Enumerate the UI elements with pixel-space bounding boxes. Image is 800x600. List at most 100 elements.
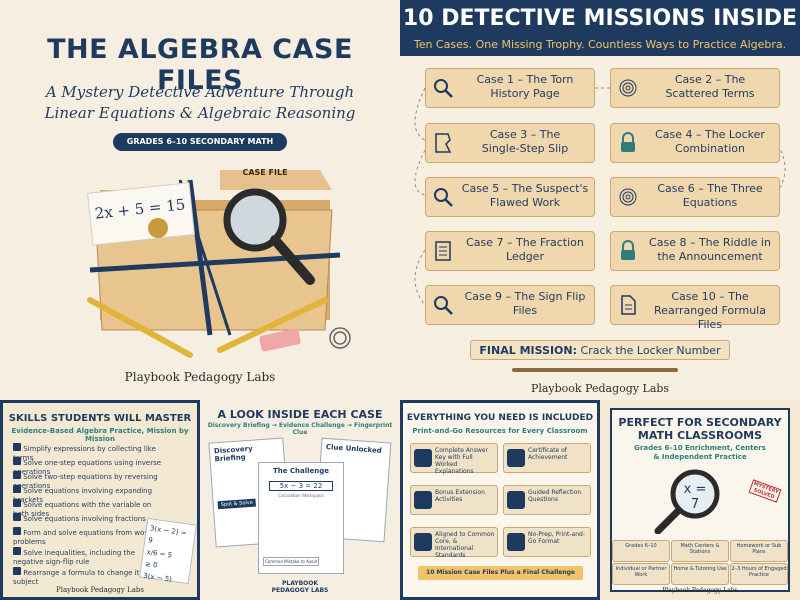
resource-item: Bonus Extension Activities bbox=[410, 485, 498, 515]
fingerprint-icon bbox=[617, 186, 639, 208]
secondary-panel: PERFECT FOR SECONDARY MATH CLASSROOMS Gr… bbox=[600, 400, 800, 600]
reflection-icon bbox=[507, 491, 525, 509]
skill-text: Solve equations involving expanding brac… bbox=[13, 487, 153, 504]
secondary-equation: x = 7 bbox=[683, 482, 707, 512]
skill-item: Solve two-step equations by reversing op… bbox=[13, 471, 163, 490]
skill-item: Solve inequalities, including the negati… bbox=[13, 547, 163, 567]
bonus-icon bbox=[414, 491, 432, 509]
skills-panel: SKILLS STUDENTS WILL MASTER Evidence-Bas… bbox=[0, 400, 200, 600]
grade-badge: GRADES 6–10 SECONDARY MATH bbox=[113, 133, 287, 151]
feature-chip: Individual or Partner Work bbox=[612, 563, 670, 585]
sheet-challenge: The Challenge 5x − 3 = 22 Calculation Wo… bbox=[258, 462, 344, 574]
case-label-line2: Flawed Work bbox=[489, 196, 561, 209]
secondary-title: PERFECT FOR SECONDARY MATH CLASSROOMS bbox=[600, 416, 800, 442]
skill-item: Solve equations involving fractions bbox=[13, 513, 163, 527]
checkbox-icon bbox=[13, 485, 21, 493]
resource-item: Guided Reflection Questions bbox=[503, 485, 591, 515]
sheet-equation: 5x − 3 = 22 bbox=[269, 481, 333, 491]
lock-icon bbox=[617, 240, 639, 262]
checkbox-icon bbox=[13, 527, 21, 535]
cover-brand: Playbook Pedagogy Labs bbox=[124, 370, 276, 384]
pencil-icon bbox=[512, 368, 678, 372]
case-label-line2: History Page bbox=[490, 87, 560, 100]
cover-title: THE ALGEBRA CASE FILES bbox=[47, 34, 353, 96]
magnifier-icon bbox=[432, 294, 454, 316]
resource-text: Aligned to Common Core, & International … bbox=[435, 531, 495, 559]
skill-text: Solve two-step equations by reversing op… bbox=[13, 473, 158, 490]
missions-panel: 10 DETECTIVE MISSIONS INSIDE Ten Cases. … bbox=[400, 0, 800, 400]
checkbox-icon bbox=[13, 513, 21, 521]
included-banner: 10 Mission Case Files Plus a Final Chall… bbox=[418, 566, 583, 580]
skill-item: Simplify expressions by collecting like … bbox=[13, 443, 163, 462]
subtitle-line: Grades 6–10 Enrichment, Centers bbox=[634, 444, 766, 452]
skills-subtitle: Evidence-Based Algebra Practice, Mission… bbox=[11, 427, 189, 443]
checkbox-icon bbox=[13, 499, 21, 507]
resource-text: Bonus Extension Activities bbox=[435, 489, 485, 503]
case-label-line2: the Announcement bbox=[657, 250, 763, 263]
skill-text: Rearrange a formula to change its subjec… bbox=[13, 569, 144, 586]
title-line: MATH CLASSROOMS bbox=[637, 429, 763, 442]
inside-brand: PLAYBOOK PEDAGOGY LABS bbox=[200, 580, 400, 594]
case-label-line1: Case 5 – The Suspect's bbox=[461, 182, 589, 195]
skills-title: SKILLS STUDENTS WILL MASTER bbox=[8, 413, 192, 424]
brand-line: PEDAGOGY LABS bbox=[271, 587, 329, 594]
cover-subtitle: A Mystery Detective Adventure Through Li… bbox=[20, 82, 380, 124]
checkbox-icon bbox=[13, 547, 21, 555]
case-label-line2: Rearranged Formula Files bbox=[654, 304, 766, 331]
case-label-line2: Files bbox=[512, 304, 538, 317]
final-mission-label: FINAL MISSION: bbox=[479, 344, 578, 357]
skill-text: Simplify expressions by collecting like … bbox=[13, 445, 156, 462]
mission-path-lines bbox=[414, 87, 786, 306]
case-label-line2: Combination bbox=[675, 142, 745, 155]
feature-chip: 2–3 Hours of Engaged Practice bbox=[730, 563, 788, 585]
case-label-line1: Case 10 – The bbox=[671, 290, 749, 303]
cover-panel: THE ALGEBRA CASE FILES A Mystery Detecti… bbox=[0, 0, 400, 400]
document-icon bbox=[617, 294, 639, 316]
answer-key-icon bbox=[414, 449, 432, 467]
certificate-icon bbox=[507, 449, 525, 467]
case-label-line2: Equations bbox=[682, 196, 738, 209]
fingerprint-icon bbox=[617, 77, 639, 99]
sheet-note: Calculation Workspace bbox=[278, 493, 324, 498]
skill-item: Solve equations with the variable on bot… bbox=[13, 499, 163, 518]
resource-text: Certificate of Achievement bbox=[528, 447, 568, 461]
skill-item: Rearrange a formula to change its subjec… bbox=[13, 567, 163, 587]
missions-subtitle: Ten Cases. One Missing Trophy. Countless… bbox=[413, 38, 787, 51]
case-folder-illustration bbox=[87, 170, 351, 358]
missions-title: 10 DETECTIVE MISSIONS INSIDE bbox=[402, 6, 798, 31]
resource-text: Complete Answer Key with Full Worked Exp… bbox=[435, 447, 488, 475]
case-label-line2: Ledger bbox=[506, 250, 544, 263]
resource-item: Certificate of Achievement bbox=[503, 443, 591, 473]
case-label-line1: Case 8 – The Riddle in bbox=[649, 236, 771, 249]
secondary-brand: Playbook Pedagogy Labs bbox=[662, 587, 738, 594]
skill-text: Solve one-step equations using inverse o… bbox=[13, 459, 162, 476]
cover-subtitle-line2: Linear Equations & Algebraic Reasoning bbox=[44, 104, 356, 122]
case-label-line1: Case 9 – The Sign Flip bbox=[464, 290, 586, 303]
resource-item: No-Prep, Print-and-Go Format bbox=[503, 527, 591, 557]
final-mission-banner: FINAL MISSION: Crack the Locker Number bbox=[470, 340, 730, 360]
globe-icon bbox=[414, 533, 432, 551]
inside-title: A LOOK INSIDE EACH CASE bbox=[217, 408, 383, 421]
case-label-line2: Single-Step Slip bbox=[481, 142, 569, 155]
folder-icon bbox=[507, 533, 525, 551]
skill-item: Form and solve equations from word probl… bbox=[13, 527, 163, 547]
sheet-title: Clue Unlocked bbox=[325, 443, 383, 455]
skill-text: Form and solve equations from word probl… bbox=[13, 529, 152, 546]
